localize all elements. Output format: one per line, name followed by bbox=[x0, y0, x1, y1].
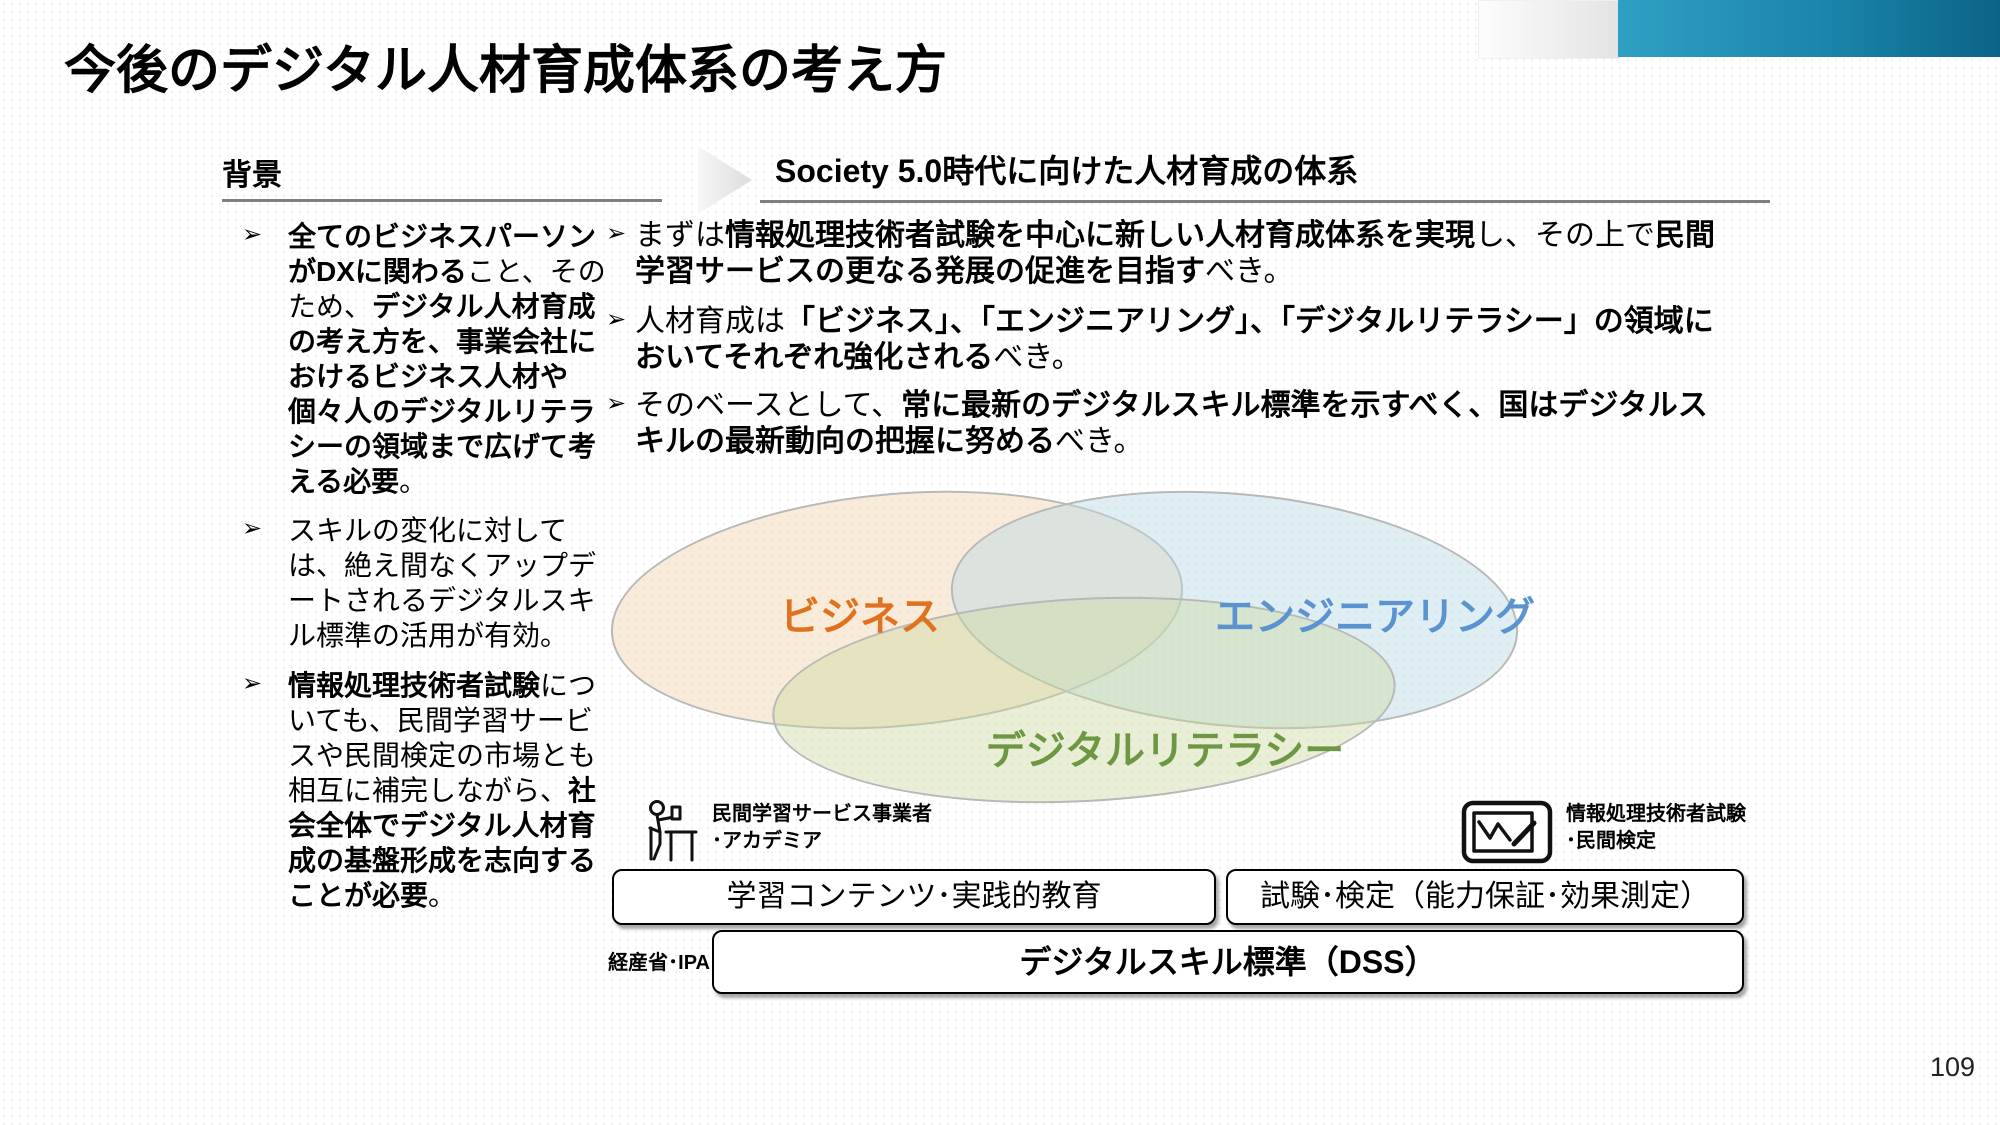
page-title: 今後のデジタル人材育成体系の考え方 bbox=[64, 42, 947, 100]
venn-label-digital-literacy: デジタルリテラシー bbox=[985, 729, 1345, 773]
right-bullet-3: ➢ そのベースとして、常に最新のデジタルスキル標準を示すべく、国はデジタルスキル… bbox=[606, 388, 1781, 459]
right-actor-label-line2: ･民間検定 bbox=[1566, 830, 1656, 852]
flow-arrow-icon bbox=[698, 146, 752, 214]
left-bullet-2-text: スキルの変化に対しては、絶え間なくアップデートされるデジタルスキル標準の活用が有… bbox=[288, 515, 597, 651]
left-panel-header: 背景 bbox=[222, 159, 282, 192]
right-actor-label-line1: 情報処理技術者試験 bbox=[1566, 803, 1746, 825]
left-panel-underline bbox=[222, 199, 662, 202]
venn-label-business: ビジネス bbox=[780, 595, 940, 639]
bullet-marker: ➢ bbox=[242, 670, 263, 697]
left-bullet-3-text: 情報処理技術者試験についても、民間学習サービスや民間検定の市場とも相互に補完しな… bbox=[288, 670, 597, 911]
bullet-marker: ➢ bbox=[606, 390, 627, 417]
dss-owner-label: 経産省･IPA bbox=[608, 952, 710, 974]
bullet-marker: ➢ bbox=[606, 306, 627, 333]
right-panel-header: Society 5.0時代に向けた人材育成の体系 bbox=[775, 153, 1359, 189]
left-actor-label-line2: ･アカデミア bbox=[712, 830, 822, 852]
venn-label-engineering: エンジニアリング bbox=[1215, 595, 1535, 639]
left-actor-label: 民間学習サービス事業者 ･アカデミア bbox=[712, 801, 932, 855]
left-actor-label-line1: 民間学習サービス事業者 bbox=[712, 803, 932, 825]
bullet-marker: ➢ bbox=[606, 220, 627, 247]
left-bullet-3: ➢ 情報処理技術者試験についても、民間学習サービスや民間検定の市場とも相互に補完… bbox=[242, 668, 622, 913]
right-actor-label: 情報処理技術者試験 ･民間検定 bbox=[1566, 801, 1746, 855]
right-panel-underline bbox=[760, 200, 1770, 203]
page-number: 109 bbox=[1929, 1052, 1975, 1082]
digital-skill-standard-box: デジタルスキル標準（DSS） bbox=[712, 930, 1744, 994]
bullet-marker: ➢ bbox=[242, 221, 263, 248]
right-bullet-1-text: まずは情報処理技術者試験を中心に新しい人材育成体系を実現し、その上で民間学習サー… bbox=[635, 219, 1715, 288]
top-bar-gray-segment bbox=[1478, 0, 1620, 59]
top-bar-blue-segment bbox=[1618, 0, 2000, 57]
learning-content-box: 学習コンテンツ･実践的教育 bbox=[612, 869, 1216, 925]
right-bullet-2-text: 人材育成は「ビジネス」、「エンジニアリング」、「デジタルリテラシー」の領域におい… bbox=[635, 305, 1714, 374]
right-bullet-2: ➢ 人材育成は「ビジネス」、「エンジニアリング」、「デジタルリテラシー」の領域に… bbox=[606, 304, 1781, 375]
left-bullet-1: ➢ 全てのビジネスパーソンがDXに関わること、そのため、デジタル人材育成の考え方… bbox=[242, 219, 622, 499]
bullet-marker: ➢ bbox=[242, 515, 263, 542]
left-bullet-1-text: 全てのビジネスパーソンがDXに関わること、そのため、デジタル人材育成の考え方を、… bbox=[288, 221, 606, 497]
left-bullet-2: ➢ スキルの変化に対しては、絶え間なくアップデートされるデジタルスキル標準の活用… bbox=[242, 513, 622, 653]
right-bullet-3-text: そのベースとして、常に最新のデジタルスキル標準を示すべく、国はデジタルスキルの最… bbox=[635, 389, 1708, 458]
instructor-icon bbox=[644, 799, 700, 876]
right-bullet-1: ➢ まずは情報処理技術者試験を中心に新しい人材育成体系を実現し、その上で民間学習… bbox=[606, 218, 1781, 289]
tablet-exam-icon bbox=[1460, 799, 1556, 874]
exam-certification-box: 試験･検定（能力保証･効果測定） bbox=[1226, 869, 1744, 925]
